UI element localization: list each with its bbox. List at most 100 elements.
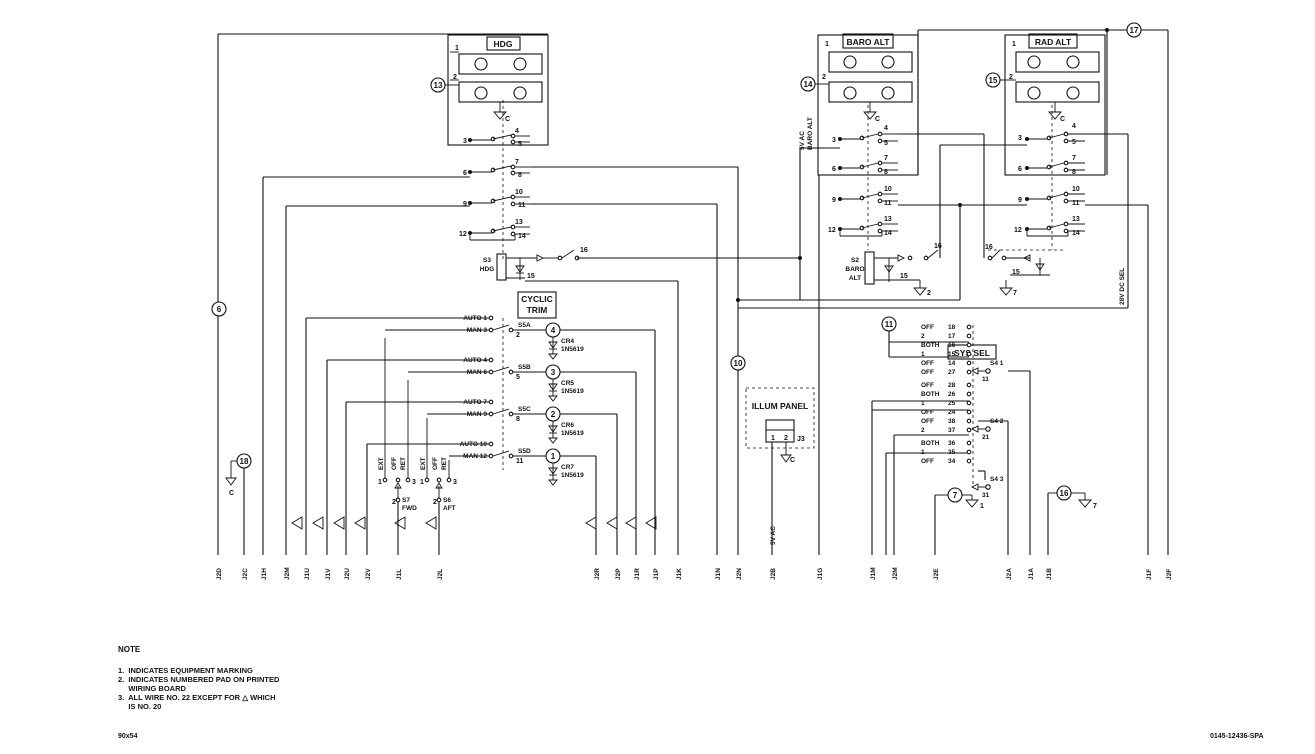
svg-text:14: 14 xyxy=(518,233,526,240)
svg-text:3: 3 xyxy=(463,138,467,145)
note-3-triangle-icon: △ xyxy=(242,693,248,702)
svg-text:11: 11 xyxy=(518,202,526,209)
connector-label: J2L xyxy=(437,569,444,580)
svg-text:13: 13 xyxy=(1072,216,1080,223)
baro-5vac: 5V AC xyxy=(799,131,806,150)
ref-6: 6 xyxy=(217,305,222,314)
ref-18: 18 xyxy=(240,457,249,466)
diode-icon xyxy=(548,467,558,475)
connector-label: J2C xyxy=(242,568,249,580)
svg-text:12: 12 xyxy=(1014,227,1022,234)
trim-cr-label: CR5 xyxy=(561,380,574,387)
ground-icon xyxy=(548,395,558,402)
sys-contact xyxy=(966,324,972,330)
sys-pos-pin: 34 xyxy=(948,458,956,465)
svg-text:3: 3 xyxy=(412,479,416,486)
diode-icon xyxy=(548,341,558,349)
illum-title: ILLUM PANEL xyxy=(752,401,809,411)
connector-label: J1V xyxy=(325,568,332,580)
svg-text:4: 4 xyxy=(515,128,519,135)
trim-blade xyxy=(492,408,510,415)
trim-node-number: 2 xyxy=(551,410,556,419)
alt-wiring: 17 28V DC SEL xyxy=(736,22,1169,555)
trim-blade xyxy=(492,366,510,373)
svg-text:1: 1 xyxy=(378,479,382,486)
svg-text:16: 16 xyxy=(580,247,588,254)
trim-cr-label: CR4 xyxy=(561,338,574,345)
svg-text:16: 16 xyxy=(934,243,942,250)
connector-label: J1G xyxy=(817,568,824,580)
diode-icon xyxy=(548,383,558,391)
connector-label: J1A xyxy=(1028,568,1035,580)
cyclic-title-2: TRIM xyxy=(527,305,548,315)
sys-contact xyxy=(966,440,972,446)
trim-auto-contact xyxy=(488,357,494,363)
sys-contact xyxy=(966,449,972,455)
baro-baroalt: BARO ALT xyxy=(807,117,814,150)
hdg-decks: 3 4 5 6 7 8 9 10 11 12 13 14 S3 HDG xyxy=(459,128,588,281)
sys-pos-pin: 16 xyxy=(948,342,956,349)
sys-contact xyxy=(966,382,972,388)
trim-common-contact xyxy=(508,327,514,333)
sys-contact xyxy=(966,351,972,357)
svg-text:15: 15 xyxy=(900,273,908,280)
svg-text:7: 7 xyxy=(1093,503,1097,510)
sys-deck-label: S4 1 xyxy=(990,360,1004,367)
svg-text:C: C xyxy=(875,116,880,123)
sys-pos-label: OFF xyxy=(921,324,934,331)
trim-part-label: 1N5619 xyxy=(561,472,584,479)
svg-text:14: 14 xyxy=(1072,230,1080,237)
sys-pos-label: OFF xyxy=(921,409,934,416)
diode-icon xyxy=(548,425,558,433)
sys-deck-common: 21 xyxy=(982,434,990,441)
hdg-title: HDG xyxy=(494,39,513,49)
cyclic-title-1: CYCLIC xyxy=(521,294,553,304)
figure-code-right: 0145-12436-SPA xyxy=(1210,733,1264,740)
svg-text:2: 2 xyxy=(433,499,437,506)
svg-text:11: 11 xyxy=(1072,200,1080,207)
sys-pos-pin: 35 xyxy=(948,449,956,456)
connector-label: J2N xyxy=(736,568,743,580)
ref-10: 10 xyxy=(734,359,743,368)
sys-pos-label: BOTH xyxy=(921,440,940,447)
svg-text:BARO: BARO xyxy=(845,266,864,273)
connector-label: J1N xyxy=(715,568,722,580)
note-2: 2. INDICATES NUMBERED PAD ON PRINTED xyxy=(118,675,280,684)
connector-label: J1B xyxy=(1046,568,1053,580)
svg-text:6: 6 xyxy=(832,166,836,173)
sys-pos-pin: 25 xyxy=(948,400,956,407)
sys-pos-pin: 14 xyxy=(948,360,956,367)
ref-17: 17 xyxy=(1130,26,1139,35)
trim-man-label: MAN 6 xyxy=(467,369,488,376)
svg-text:1: 1 xyxy=(771,435,775,442)
sys-pos-pin: 15 xyxy=(948,351,956,358)
wire-markers xyxy=(291,516,657,530)
svg-text:4: 4 xyxy=(884,125,888,132)
svg-text:7: 7 xyxy=(884,155,888,162)
sys-sel-title: SYS SEL xyxy=(954,348,990,358)
trim-man-label: MAN 12 xyxy=(463,453,487,460)
trim-man-contact xyxy=(488,369,494,375)
sys-pos-label: OFF xyxy=(921,369,934,376)
hdg-wiring: 6 10 xyxy=(211,33,802,555)
svg-text:J3: J3 xyxy=(797,436,805,443)
connector-label: J1H xyxy=(261,568,268,580)
connector-label: J1R xyxy=(634,568,641,580)
connector-label: J1K xyxy=(676,568,683,580)
hdg-pin-1: 1 xyxy=(455,45,459,52)
sys-pos-label: OFF xyxy=(921,382,934,389)
svg-text:C: C xyxy=(790,457,795,464)
sys-pos-pin: 18 xyxy=(948,324,956,331)
svg-text:9: 9 xyxy=(1018,197,1022,204)
sys-deck-label: S4 3 xyxy=(990,476,1004,483)
trim-auto-contact xyxy=(488,441,494,447)
svg-text:8: 8 xyxy=(884,169,888,176)
svg-text:12: 12 xyxy=(828,227,836,234)
trim-cr-label: CR6 xyxy=(561,422,574,429)
dc-label: 28V DC SEL xyxy=(1119,268,1126,305)
hdg-pin-2: 2 xyxy=(453,74,457,81)
rad-alt-switch: RAD ALT 1 2 C 15 3 4 5 6 7 8 9 10 11 xyxy=(985,33,1106,297)
trim-part-label: 1N5619 xyxy=(561,430,584,437)
trim-blade xyxy=(492,450,510,457)
